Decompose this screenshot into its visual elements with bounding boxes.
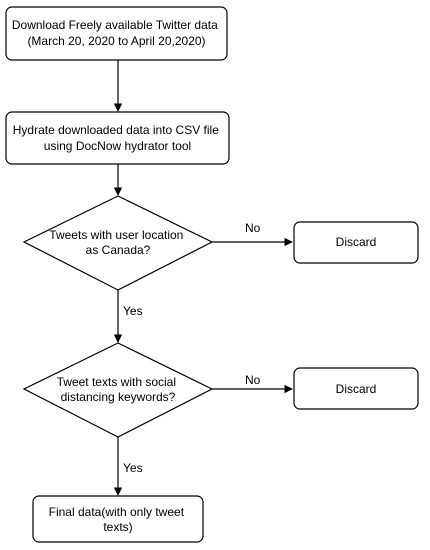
node-download-box — [5, 6, 228, 61]
node-keyword-check-line-2: distancing keywords? — [61, 390, 176, 404]
node-final: Final data(with only tweet texts) — [32, 495, 204, 543]
node-location-check-line-1: Tweets with user location — [49, 228, 183, 242]
node-keyword-check-text: Tweet texts with social distancing keywo… — [57, 375, 180, 404]
node-final-line-2: texts) — [103, 520, 132, 534]
edge-label-location-yes: Yes — [123, 304, 143, 318]
node-keyword-check-line-1: Tweet texts with social — [57, 375, 176, 389]
node-hydrate-line-2: using DocNow hydrator tool — [44, 139, 191, 153]
node-final-text: Final data(with only tweet texts) — [49, 505, 188, 534]
node-hydrate: Hydrate downloaded data into CSV file us… — [5, 111, 230, 165]
node-keyword-check-diamond — [22, 342, 214, 438]
node-discard-2: Discard — [293, 367, 419, 410]
edge-label-keyword-no: No — [245, 373, 261, 387]
node-keyword-check: Tweet texts with social distancing keywo… — [22, 342, 214, 438]
node-hydrate-line-1: Hydrate downloaded data into CSV file — [13, 123, 219, 137]
node-discard-2-text: Discard — [336, 382, 377, 396]
node-download-line-2: (March 20, 2020 to April 20,2020) — [27, 34, 205, 48]
node-location-check: Tweets with user location as Canada? — [22, 195, 214, 291]
node-hydrate-text: Hydrate downloaded data into CSV file us… — [13, 123, 222, 153]
node-download-line-1: Download Freely available Twitter data — [12, 18, 218, 32]
node-final-box — [32, 495, 204, 543]
node-location-check-diamond — [22, 195, 214, 291]
edge-label-keyword-yes: Yes — [123, 461, 143, 475]
node-discard-1-box — [293, 221, 419, 264]
node-download: Download Freely available Twitter data (… — [5, 6, 228, 61]
node-discard-1-text: Discard — [336, 235, 377, 249]
node-download-text: Download Freely available Twitter data (… — [12, 18, 221, 48]
node-location-check-text: Tweets with user location as Canada? — [49, 228, 186, 257]
edge-label-location-no: No — [245, 221, 261, 235]
node-location-check-line-2: as Canada? — [86, 243, 151, 257]
node-final-line-1: Final data(with only tweet — [49, 505, 185, 519]
node-discard-1: Discard — [293, 221, 419, 264]
node-hydrate-box — [5, 111, 230, 165]
node-discard-2-box — [293, 367, 419, 410]
